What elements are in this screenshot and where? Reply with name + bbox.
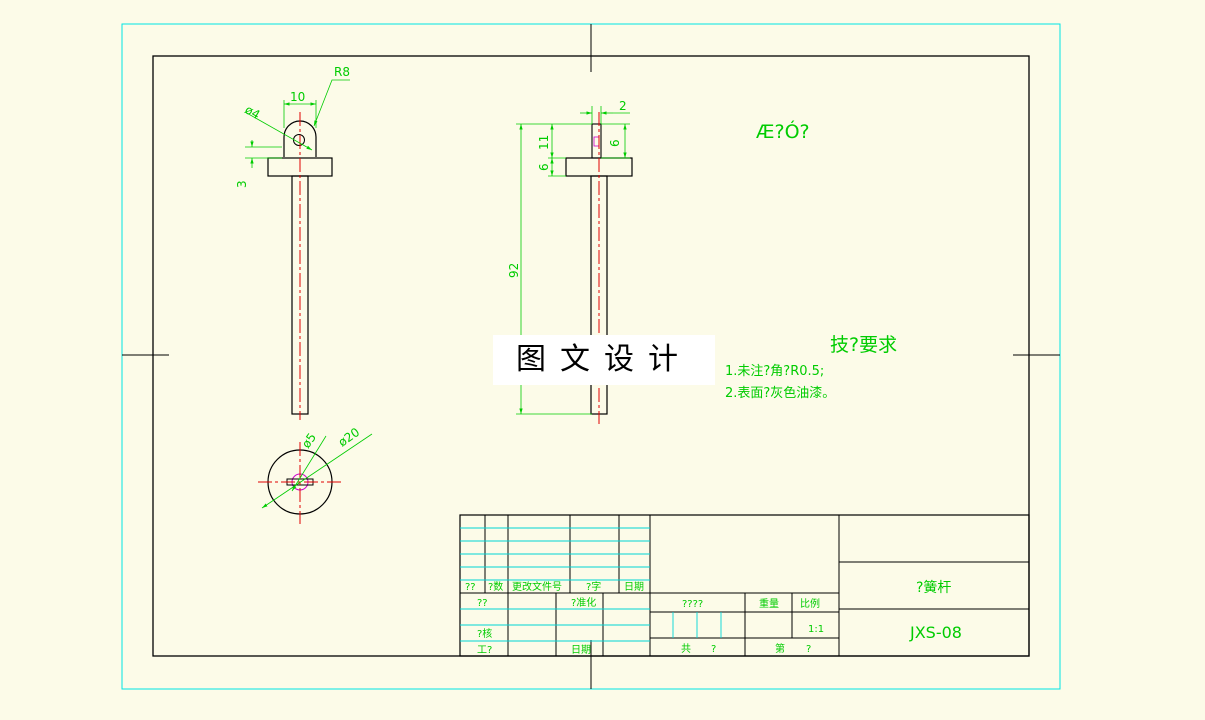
- note-label-top: Æ?Ó?: [756, 119, 810, 143]
- tb-weight: 重量: [759, 597, 779, 610]
- tb-col-3: ?字: [586, 580, 601, 593]
- tb-part-code: JXS-08: [909, 623, 962, 642]
- tb-total-val: ?: [711, 644, 716, 655]
- tech-item-1: 1.未注?角?R0.5;: [725, 364, 824, 379]
- tech-requirements-title: 技?要求: [830, 334, 897, 356]
- left-dimensions: [244, 79, 350, 168]
- tb-left-0: ??: [477, 598, 488, 609]
- watermark-box: [493, 335, 715, 385]
- tb-sheet: 第: [775, 642, 785, 655]
- eye-hole: [293, 134, 305, 146]
- dim-phi20: ø20: [336, 425, 363, 449]
- dim-92: 92: [507, 263, 521, 278]
- dim-10: 10: [290, 90, 305, 104]
- dim-11: 11: [537, 135, 551, 150]
- tb-left-1: ?准化: [571, 596, 596, 609]
- tab: [591, 123, 602, 159]
- tb-left-4: 日期: [571, 644, 591, 656]
- dim-3: 3: [235, 180, 249, 188]
- left-view: [267, 112, 333, 420]
- watermark: 图文设计: [516, 342, 692, 377]
- tb-scale: 1:1: [808, 624, 824, 635]
- dim-6b: 6: [608, 139, 622, 147]
- title-block-thin: [460, 527, 722, 642]
- tb-col-2: 更改文件号: [512, 580, 562, 593]
- tb-scale-label: 比例: [800, 597, 820, 610]
- tb-col-1: ?数: [488, 580, 503, 593]
- dim-r8: R8: [334, 65, 350, 79]
- tb-col-0: ??: [465, 582, 476, 593]
- tb-col-4: 日期: [624, 581, 644, 593]
- tb-total: 共: [681, 643, 691, 655]
- bottom-dimensions: [261, 433, 373, 509]
- dim-6a: 6: [537, 163, 551, 171]
- tb-left-3: 工?: [477, 645, 492, 656]
- tb-sheet-val: ?: [806, 644, 811, 655]
- center-marks: [122, 24, 1060, 689]
- tab-hole: [593, 136, 600, 147]
- tech-item-2: 2.表面?灰色油漆。: [725, 385, 835, 401]
- dim-phi5: ø5: [299, 430, 319, 450]
- bottom-view: [258, 442, 342, 524]
- tb-mid-header: ????: [682, 599, 703, 610]
- dim-phi4: ø4: [243, 102, 263, 122]
- dim-2: 2: [619, 99, 627, 113]
- tb-left-2: ?核: [477, 627, 492, 640]
- tb-part-name: ?簧杆: [916, 580, 951, 596]
